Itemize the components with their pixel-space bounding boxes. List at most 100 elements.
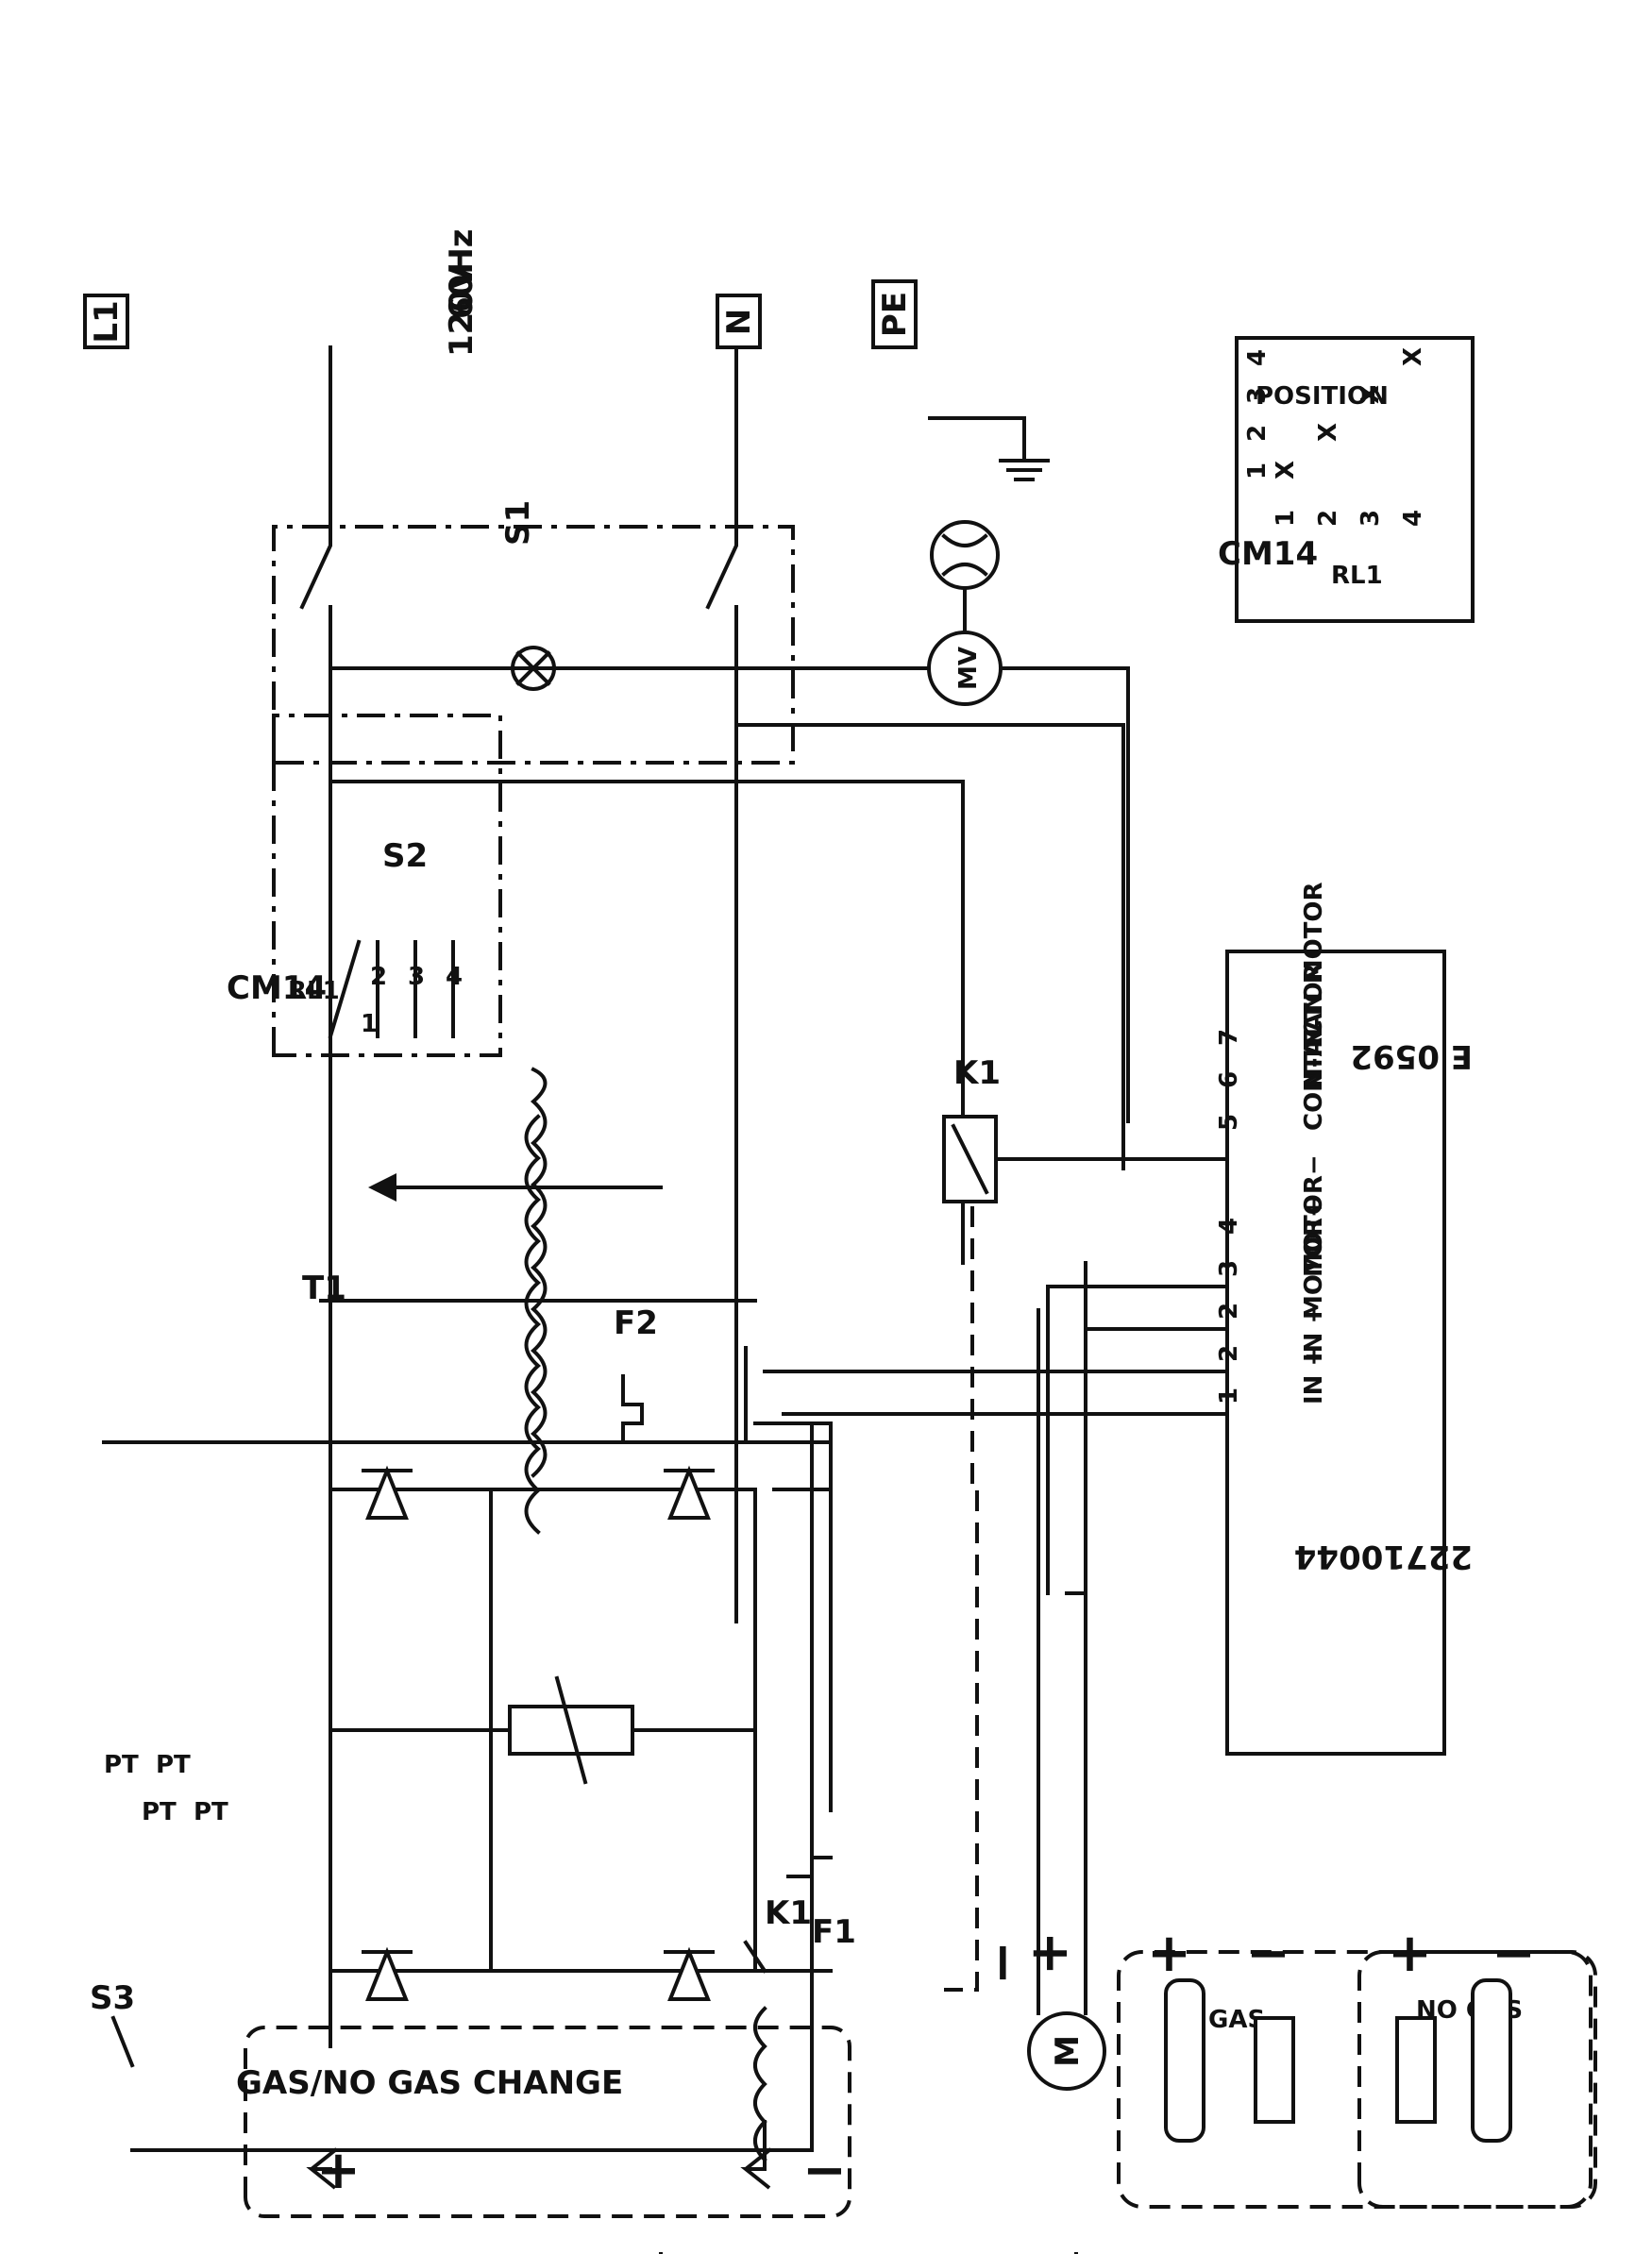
pos-2: 2: [1243, 425, 1272, 442]
table-row-label: POSITION: [1256, 382, 1389, 411]
pos-4: 4: [1243, 349, 1272, 366]
s3-label: S3: [90, 1979, 135, 2017]
choke-icon: [753, 2006, 767, 2162]
wire-feed-motor: M − +: [971, 1261, 1106, 2091]
s2-tap-3: 3: [408, 963, 425, 991]
col-1: 1: [1272, 510, 1300, 527]
cm14-position-table: CM14 RL1 POSITION 1 2 3 4 1 2 3 4 X X X …: [1218, 336, 1475, 623]
ground-clamp-icon: [1254, 2016, 1295, 2124]
pt-label-3: PT: [156, 1751, 191, 1779]
transformer-t1: T1: [302, 1067, 1079, 2254]
output-circuit: F1 K1 GAS/NO GAS CHANGE + −: [236, 1421, 856, 2218]
k1-relay-coil: K1: [942, 1054, 1229, 1992]
s1-label: S1: [499, 500, 537, 546]
svg-text:1: 1: [1215, 1388, 1243, 1405]
rl1-contact: [328, 939, 362, 1039]
rectifier-bridge: [329, 1465, 757, 2001]
diode-4: [664, 1946, 715, 2001]
gas-change-box: [244, 2026, 851, 2218]
board-pin-3: 2 MOTOR+: [1215, 1197, 1328, 1320]
no-gas-config-minus: −: [1492, 1923, 1536, 1984]
svg-text:N-IN: N-IN: [1300, 1028, 1328, 1088]
svg-text:2: 2: [1215, 1303, 1243, 1320]
f2-thermal-icon: [621, 1374, 644, 1444]
k1-contact-label: K1: [765, 1894, 812, 1932]
board-pin-1: 1 IN +: [1215, 1346, 1328, 1405]
supply-frequency: 60Hz: [443, 228, 480, 319]
svg-text:4: 4: [1215, 1218, 1243, 1235]
pt-label-2: PT: [142, 1798, 177, 1826]
n-switch-contact: [705, 345, 738, 610]
table-header: RL1: [1331, 562, 1383, 590]
k1-coil-label: K1: [953, 1054, 1001, 1092]
board-pin-6: 5 CONTACTOR: [1215, 963, 1328, 1131]
s3-switch: [110, 2015, 135, 2068]
s1-switch-box: [272, 525, 795, 765]
svg-text:3: 3: [1215, 1260, 1243, 1277]
svg-text:7: 7: [1215, 1029, 1243, 1046]
board-pin-4: 3 MOTOR−: [1215, 1154, 1328, 1277]
mv-label: MV: [954, 647, 983, 690]
svg-text:6: 6: [1215, 1071, 1243, 1088]
board-pin-8: 7 FAN MOTOR: [1215, 882, 1328, 1046]
s2-tap-4: 4: [446, 963, 463, 991]
mains-input: L1 N PE 120V 60Hz S1: [83, 228, 1050, 2048]
pt-label-4: PT: [194, 1798, 228, 1826]
l1-switch-contact: [299, 345, 332, 610]
mark-3-3: X: [1357, 385, 1385, 404]
svg-text:MOTOR−: MOTOR−: [1300, 1154, 1328, 1277]
diode-2: [664, 1465, 715, 1520]
cm14-selector: CM14 RL1 S2 1 2 3 4: [227, 714, 502, 1057]
l1-terminal: [83, 294, 129, 349]
l1-label: L1: [88, 300, 126, 343]
svg-text:5: 5: [1215, 1114, 1243, 1131]
motor-minus: −: [971, 1941, 1033, 1985]
gas-config-box: [1117, 1950, 1593, 2209]
f1-thermal-icon: [786, 1856, 833, 1878]
f2-label: F2: [614, 1304, 658, 1342]
col-4: 4: [1399, 510, 1427, 527]
col-2: 2: [1314, 510, 1342, 527]
diode-3: [362, 1946, 413, 2001]
supply-voltage: 120V: [443, 264, 480, 357]
n-terminal: [716, 294, 762, 349]
no-gas-config-plus: +: [1388, 1923, 1432, 1984]
ground-clamp-icon-2: [1395, 2016, 1437, 2124]
svg-text:2: 2: [1215, 1345, 1243, 1362]
secondary-winding: [524, 1114, 542, 1535]
pe-terminal: [871, 279, 918, 349]
fan-icon: [930, 520, 1000, 590]
k1-mechanical-link: [944, 1206, 979, 1992]
cm14-table-title: CM14: [1218, 535, 1318, 573]
s2-tap-1: 1: [361, 1010, 378, 1038]
primary-winding: [530, 1067, 548, 1478]
trigger-s3: S3 PT PT PT PT: [90, 1421, 814, 2152]
torch-config-gas: + − GAS: [1117, 1923, 1593, 2209]
svg-text:IN +: IN +: [1300, 1346, 1328, 1405]
torch-config-no-gas: + − NO GAS: [1357, 1923, 1597, 2209]
no-gas-config-box: [1357, 1950, 1597, 2209]
control-board: 22710044 E 0592 1 IN + 2 IN − 2 MOTOR+ 3…: [763, 882, 1473, 1756]
s2-tap-2: 2: [370, 963, 387, 991]
board-code: 22710044: [1294, 1538, 1473, 1575]
torch-icon-2: [1471, 1978, 1512, 2143]
mark-1-1: X: [1272, 461, 1300, 479]
pt-label-1: PT: [104, 1751, 139, 1779]
board-pin-5: 4: [1215, 1218, 1243, 1235]
cm14-label: CM14: [227, 969, 327, 1007]
pos-1: 1: [1243, 463, 1272, 479]
cm14-box: [272, 714, 502, 1057]
f1-label: F1: [812, 1913, 856, 1951]
motor-plus: +: [1019, 1931, 1080, 1976]
s2-label: S2: [382, 837, 428, 875]
svg-text:IN −: IN −: [1300, 1304, 1328, 1362]
n-label: N: [720, 309, 758, 335]
gas-change-label: GAS/NO GAS CHANGE: [236, 2064, 623, 2102]
motor-icon: [1027, 2011, 1106, 2091]
gas-config-minus: −: [1246, 1923, 1290, 1984]
secondary-circuit: F2: [102, 1304, 833, 1444]
board-pin-2: 2 IN −: [1215, 1304, 1328, 1362]
